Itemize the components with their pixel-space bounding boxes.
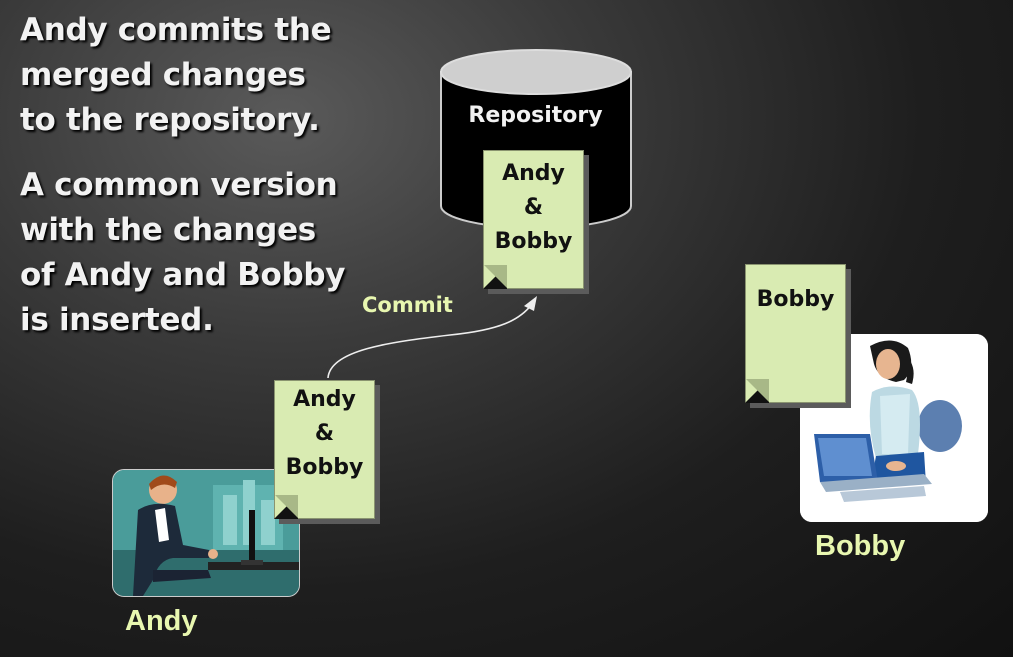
doc-line: Bobby xyxy=(494,229,573,254)
repository-document: Andy & Bobby xyxy=(483,150,584,289)
page-fold-icon xyxy=(746,379,769,402)
bobby-avatar xyxy=(800,334,988,522)
doc-line: & xyxy=(314,421,335,446)
caption-line: is inserted. xyxy=(20,302,214,338)
bobby-document: Bobby xyxy=(745,264,846,403)
doc-line: Bobby xyxy=(756,287,835,312)
commit-arrow-icon xyxy=(327,296,537,379)
doc-line: & xyxy=(523,195,544,220)
caption-paragraph-2: A common version with the changes of And… xyxy=(20,163,346,343)
page-fold-icon xyxy=(484,265,507,288)
page-fold-icon xyxy=(275,495,298,518)
andy-avatar xyxy=(112,469,300,597)
doc-line: Andy xyxy=(502,161,565,186)
person-at-computer-icon xyxy=(113,470,299,596)
andy-name: Andy xyxy=(125,605,198,637)
caption-line: A common version xyxy=(20,167,338,203)
andy-document: Andy & Bobby xyxy=(274,380,375,519)
caption-line: to the repository. xyxy=(20,102,320,138)
caption-line: with the changes xyxy=(20,212,316,248)
bobby-name: Bobby xyxy=(815,530,906,562)
caption-line: Andy commits the xyxy=(20,12,332,48)
repository-label: Repository xyxy=(468,103,603,128)
commit-label: Commit xyxy=(362,293,453,317)
doc-line: Bobby xyxy=(285,455,364,480)
caption-paragraph-1: Andy commits the merged changes to the r… xyxy=(20,8,332,143)
doc-line: Andy xyxy=(293,387,356,412)
caption-line: merged changes xyxy=(20,57,306,93)
caption-line: of Andy and Bobby xyxy=(20,257,346,293)
